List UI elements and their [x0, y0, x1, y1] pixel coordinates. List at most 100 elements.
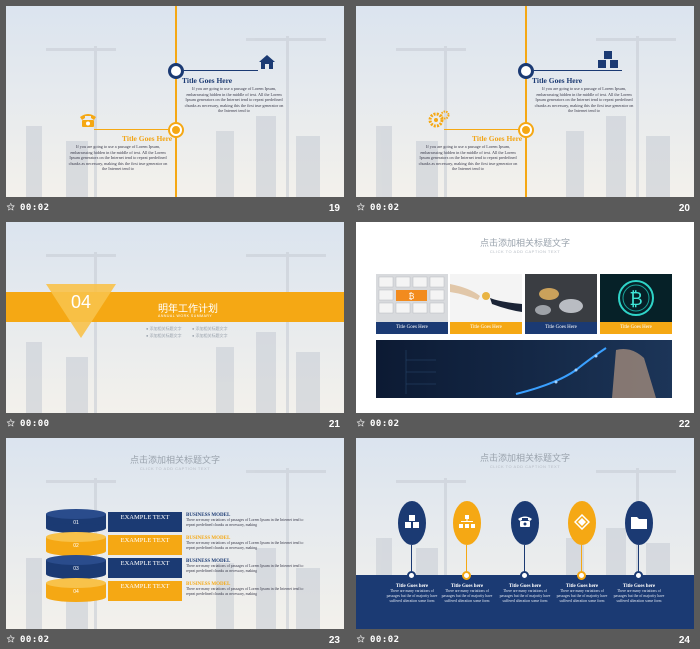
- slide-caption: CLICK TO ADD CAPTION TEXT: [489, 464, 561, 469]
- slide-thumbnail-19[interactable]: Title Goes Here If you are going to use …: [6, 6, 344, 220]
- pin-dot: [462, 571, 471, 580]
- layer-label-2: EXAMPLE TEXT: [108, 535, 182, 555]
- transition-star-icon: ✩: [357, 202, 365, 212]
- block2-title: Title Goes Here: [122, 134, 173, 143]
- connector-line: [444, 129, 518, 130]
- layer-model-body: There are many variations of passages of…: [186, 518, 304, 527]
- home-icon: [259, 55, 275, 69]
- svg-text:₿: ₿: [629, 289, 642, 310]
- slide-21-caption: ✩ 00:00 21: [6, 416, 344, 434]
- slide-21-canvas: 04 明年工作计划 ANNUAL WORK SUMMARY ● 添加相关标题文字…: [6, 222, 344, 413]
- transition-star-icon: ✩: [357, 634, 365, 644]
- slide-timing: 00:00: [20, 419, 50, 429]
- column-3: Title Goes here There are many variation…: [499, 584, 551, 604]
- pin-2: [453, 501, 481, 545]
- slide-19-caption: ✩ 00:02 19: [6, 200, 344, 218]
- layer-model-title: BUSINESS MODEL: [186, 559, 231, 564]
- slide-number: 19: [328, 203, 340, 214]
- block2-body: If you are going to use a passage of Lor…: [68, 144, 168, 172]
- image-label-3: Title Goes Here: [525, 322, 597, 334]
- layer-label-1: EXAMPLE TEXT: [108, 512, 182, 532]
- image-label-2: Title Goes Here: [450, 322, 522, 334]
- hierarchy-icon: [459, 515, 475, 528]
- slide-23-caption: ✩ 00:02 23: [6, 632, 344, 649]
- image-label-4: Title Goes Here: [600, 322, 672, 334]
- transition-star-icon: ✩: [7, 634, 15, 644]
- pin-dot: [634, 571, 643, 580]
- slide-thumbnail-23[interactable]: 点击添加相关标题文字 CLICK TO ADD CAPTION TEXT 01 …: [6, 438, 344, 649]
- slide-19-canvas: Title Goes Here If you are going to use …: [6, 6, 344, 197]
- slide-caption: CLICK TO ADD CAPTION TEXT: [139, 466, 211, 471]
- footer-band: [356, 575, 694, 629]
- stock-chart-hand-image: [376, 340, 672, 398]
- slide-number: 23: [328, 635, 340, 646]
- timeline-line: [175, 6, 177, 197]
- keyboard-bitcoin-image: ₿: [376, 274, 448, 322]
- layer-model-body: There are many variations of passages of…: [186, 541, 304, 550]
- column-body: There are many variations of passages bu…: [556, 589, 608, 603]
- column-body: There are many variations of passages bu…: [613, 589, 665, 603]
- slide-thumbnail-21[interactable]: 04 明年工作计划 ANNUAL WORK SUMMARY ● 添加相关标题文字…: [6, 222, 344, 436]
- slide-timing: 00:02: [370, 203, 400, 213]
- layer-number-3: 03: [73, 566, 79, 572]
- section-number: 04: [70, 292, 92, 312]
- hands-coin-image: [450, 274, 522, 322]
- pin-stem: [411, 545, 412, 575]
- timeline-node-orange: [518, 122, 534, 138]
- layer-model-body: There are many variations of passages of…: [186, 587, 304, 596]
- layer-number-1: 01: [73, 520, 79, 526]
- transition-star-icon: ✩: [7, 418, 15, 428]
- slide-title: 点击添加相关标题文字: [479, 453, 570, 463]
- column-body: There are many variations of passages bu…: [499, 589, 551, 603]
- timeline-node-navy: [518, 63, 534, 79]
- column-1: Title Goes here There are many variation…: [386, 584, 438, 604]
- block1-title: Title Goes Here: [532, 76, 583, 85]
- slide-number: 22: [678, 419, 690, 430]
- column-title: Title Goes here: [395, 584, 429, 589]
- pin-dot: [577, 571, 586, 580]
- slide-22-caption: ✩ 00:02 22: [356, 416, 694, 434]
- layer-label-3: EXAMPLE TEXT: [108, 558, 182, 578]
- telephone-icon: [80, 114, 96, 127]
- section-subtitle: ANNUAL WORK SUMMARY: [158, 314, 213, 318]
- column-2: Title Goes here There are many variation…: [441, 584, 493, 604]
- layer-cylinder-stack: [46, 509, 106, 602]
- block1-body: If you are going to use a passage of Lor…: [184, 86, 284, 114]
- layer-number-4: 04: [73, 589, 79, 595]
- gears-icon: [428, 110, 450, 128]
- column-body: There are many variations of passages bu…: [441, 589, 493, 603]
- slide-thumbnail-20[interactable]: Title Goes Here If you are going to use …: [356, 6, 694, 220]
- diamond-cube-icon: [574, 514, 590, 530]
- column-title: Title Goes here: [450, 584, 484, 589]
- column-5: Title Goes here There are many variation…: [613, 584, 665, 604]
- section-item: ● 添加相关标题文字: [146, 326, 182, 331]
- timeline-line: [525, 6, 527, 197]
- block2-body: If you are going to use a passage of Lor…: [418, 144, 518, 172]
- cubes-icon: [405, 515, 419, 528]
- block1-body: If you are going to use a passage of Lor…: [534, 86, 634, 114]
- slide-20-canvas: Title Goes Here If you are going to use …: [356, 6, 694, 197]
- layer-desc-2: BUSINESS MODEL There are many variations…: [186, 536, 311, 551]
- pin-stem: [466, 545, 467, 575]
- layer-number-2: 02: [73, 543, 79, 549]
- slide-timing: 00:02: [20, 203, 50, 213]
- slide-24-canvas: 点击添加相关标题文字 CLICK TO ADD CAPTION TEXT Tit…: [356, 438, 694, 629]
- column-4: Title Goes here There are many variation…: [556, 584, 608, 604]
- connector-line: [184, 70, 258, 71]
- pin-stem: [524, 545, 525, 575]
- slide-thumbnail-22[interactable]: 点击添加相关标题文字 CLICK TO ADD CAPTION TEXT ₿: [356, 222, 694, 436]
- layer-model-title: BUSINESS MODEL: [186, 582, 231, 587]
- layer-desc-4: BUSINESS MODEL There are many variations…: [186, 582, 311, 597]
- slide-timing: 00:02: [370, 635, 400, 645]
- block2-title: Title Goes Here: [472, 134, 523, 143]
- slide-23-canvas: 点击添加相关标题文字 CLICK TO ADD CAPTION TEXT 01 …: [6, 438, 344, 629]
- slide-thumbnail-24[interactable]: 点击添加相关标题文字 CLICK TO ADD CAPTION TEXT Tit…: [356, 438, 694, 649]
- slide-24-caption: ✩ 00:02 24: [356, 632, 694, 649]
- column-title: Title Goes here: [508, 584, 542, 589]
- slide-timing: 00:02: [370, 419, 400, 429]
- connector-line: [534, 70, 622, 71]
- slide-number: 24: [678, 635, 690, 646]
- digital-bitcoin-image: ₿: [600, 274, 672, 322]
- pin-dot: [520, 571, 529, 580]
- column-title: Title Goes here: [622, 584, 656, 589]
